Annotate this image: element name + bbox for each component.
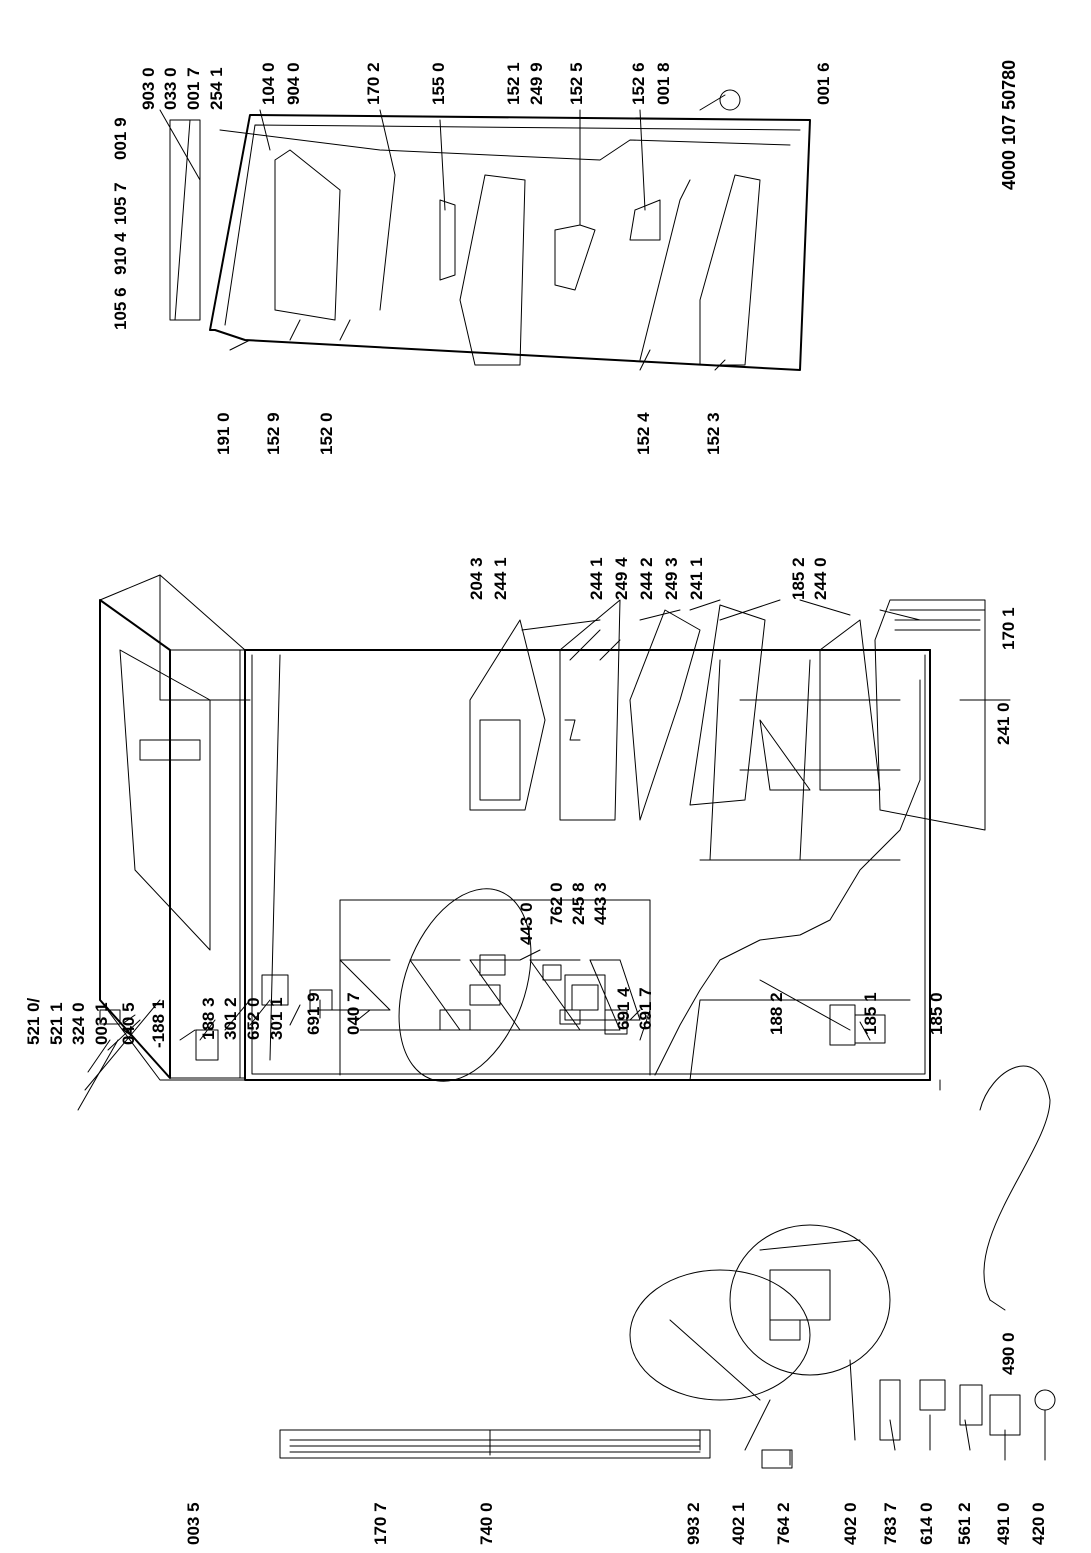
part-label-2441: 244 1 <box>587 557 606 600</box>
part-label-6917: 691 7 <box>636 987 655 1030</box>
part-label-0035: 003 5 <box>184 1502 203 1545</box>
part-label-7620: 762 0 <box>547 882 566 925</box>
part-label-2541: 254 1 <box>207 67 226 110</box>
part-label-1850: 185 0 <box>927 992 946 1035</box>
part-label-0019: 001 9 <box>111 117 130 160</box>
part-label-1910: 191 0 <box>214 412 233 455</box>
part-label-9040: 904 0 <box>284 62 303 105</box>
part-label-1523: 152 3 <box>704 412 723 455</box>
part-label-4200: 420 0 <box>1029 1502 1048 1545</box>
part-label-1707: 170 7 <box>371 1502 390 1545</box>
part-label-1882: 188 2 <box>767 992 786 1035</box>
part-label-6140: 614 0 <box>917 1502 936 1545</box>
part-label-2493: 249 3 <box>662 557 681 600</box>
part-label-3011: 301 1 <box>267 997 286 1040</box>
part-label-2442: 244 2 <box>637 557 656 600</box>
part-label-5612: 561 2 <box>955 1502 974 1545</box>
part-label-6919: 691 9 <box>304 992 323 1035</box>
accessories-group-drawing <box>398 888 886 1082</box>
part-label-0018: 001 8 <box>654 62 673 105</box>
part-label-3240: 324 0 <box>69 1002 88 1045</box>
part-label-1702: 170 2 <box>364 62 383 105</box>
part-label-1883: 188 3 <box>199 997 218 1040</box>
part-label-0405: 040 5 <box>119 1002 138 1045</box>
part-label-0407: 040 7 <box>344 992 363 1035</box>
part-label-4900: 490 0 <box>999 1332 1018 1375</box>
door-drawing <box>169 89 811 371</box>
part-label-0031: 003 1 <box>92 1002 111 1045</box>
part-label-2441-top: 244 1 <box>491 557 510 600</box>
part-label-5211: 521 1 <box>47 1002 66 1045</box>
part-label-1057: 105 7 <box>111 182 130 225</box>
part-label-0330: 033 0 <box>161 67 180 110</box>
part-label-9104: 910 4 <box>111 232 130 275</box>
shelves-drawing <box>469 599 986 831</box>
part-label-1056: 105 6 <box>111 287 130 330</box>
part-label-0016: 001 6 <box>814 62 833 105</box>
part-label-5210: 521 0/ <box>24 997 43 1045</box>
part-label-1525: 152 5 <box>567 62 586 105</box>
part-label-6520: 652 0 <box>244 997 263 1040</box>
part-label-2494: 249 4 <box>612 557 631 600</box>
part-label-1520: 152 0 <box>317 412 336 455</box>
part-label-4020: 402 0 <box>841 1502 860 1545</box>
part-label-4021: 402 1 <box>729 1502 748 1545</box>
part-label-7400: 740 0 <box>477 1502 496 1545</box>
part-label-1851: 185 1 <box>861 992 880 1035</box>
part-label-3012: 301 2 <box>221 997 240 1040</box>
part-label-1040: 104 0 <box>259 62 278 105</box>
part-label-6914: 691 4 <box>614 987 633 1030</box>
part-label-7642: 764 2 <box>774 1502 793 1545</box>
part-label-1529: 152 9 <box>264 412 283 455</box>
part-label-9932: 993 2 <box>684 1502 703 1545</box>
part-label-4433: 443 3 <box>591 882 610 925</box>
part-label-2043: 204 3 <box>467 557 486 600</box>
part-label-1881: -188 1 <box>149 999 168 1048</box>
cabinet-drawing <box>99 574 1056 1469</box>
part-label-1521: 152 1 <box>504 62 523 105</box>
part-label-2458: 245 8 <box>569 882 588 925</box>
part-label-4910: 491 0 <box>994 1502 1013 1545</box>
document-code: 4000 107 50780 <box>999 59 1019 190</box>
part-label-1524: 152 4 <box>634 412 653 455</box>
part-label-7837: 783 7 <box>881 1502 900 1545</box>
part-label-4430: 443 0 <box>517 902 536 945</box>
part-label-2410: 241 0 <box>994 702 1013 745</box>
part-label-9030: 903 0 <box>139 67 158 110</box>
leader-lines <box>77 94 1046 1466</box>
part-label-2411: 241 1 <box>687 557 706 600</box>
part-label-1550: 155 0 <box>429 62 448 105</box>
part-label-1526: 152 6 <box>629 62 648 105</box>
part-label-1852: 185 2 <box>789 557 808 600</box>
part-label-2440: 244 0 <box>811 557 830 600</box>
part-label-1701: 170 1 <box>999 607 1018 650</box>
part-label-2499: 249 9 <box>527 62 546 105</box>
part-label-0017: 001 7 <box>184 67 203 110</box>
